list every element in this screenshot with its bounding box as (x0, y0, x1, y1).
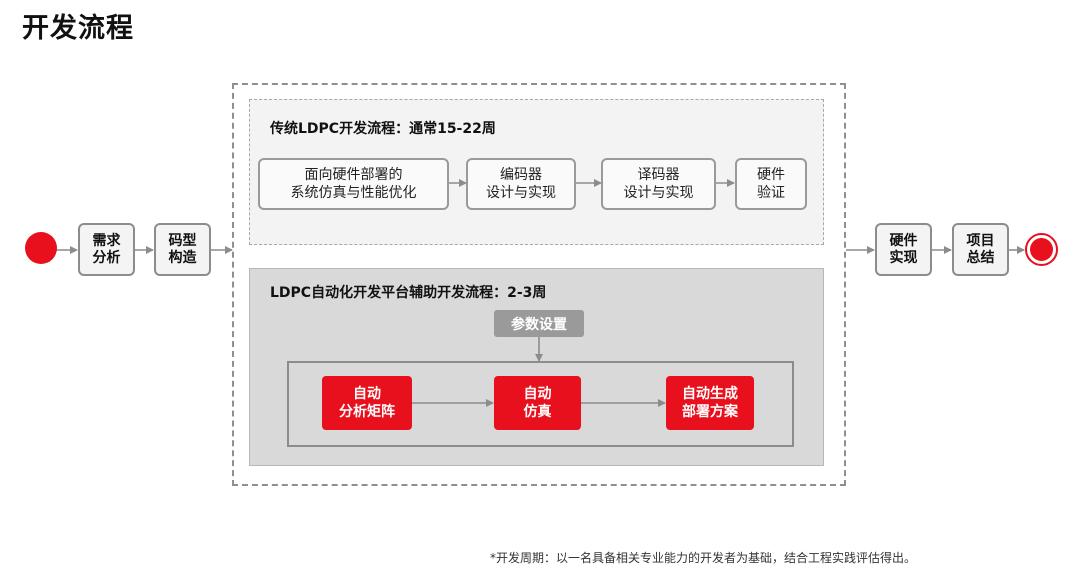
end-node (1025, 233, 1058, 266)
trad-step-hw-verify: 硬件 验证 (735, 158, 807, 210)
hardware-implementation-node: 硬件 实现 (875, 223, 932, 276)
requirement-analysis-node: 需求 分析 (78, 223, 135, 276)
page-title: 开发流程 (22, 13, 134, 44)
trad-step-encoder: 编码器 设计与实现 (466, 158, 576, 210)
traditional-flow-title: 传统LDPC开发流程：通常15-22周 (270, 121, 496, 137)
auto-step-matrix-analysis: 自动 分析矩阵 (322, 376, 412, 430)
project-summary-node: 项目 总结 (952, 223, 1009, 276)
auto-flow-title: LDPC自动化开发平台辅助开发流程：2-3周 (270, 285, 547, 301)
auto-step-deploy-plan: 自动生成 部署方案 (666, 376, 754, 430)
auto-step-simulation: 自动 仿真 (494, 376, 581, 430)
trad-step-system-sim: 面向硬件部署的 系统仿真与性能优化 (258, 158, 449, 210)
start-node (25, 232, 57, 264)
code-construction-node: 码型 构造 (154, 223, 211, 276)
end-node-inner (1030, 238, 1053, 261)
outer-dashed-frame (232, 83, 846, 486)
footnote: *开发周期：以一名具备相关专业能力的开发者为基础，结合工程实践评估得出。 (490, 551, 917, 565)
auto-steps-frame (287, 361, 794, 447)
param-setting-box: 参数设置 (494, 310, 584, 337)
trad-step-decoder: 译码器 设计与实现 (601, 158, 716, 210)
auto-flow-panel (249, 268, 824, 466)
